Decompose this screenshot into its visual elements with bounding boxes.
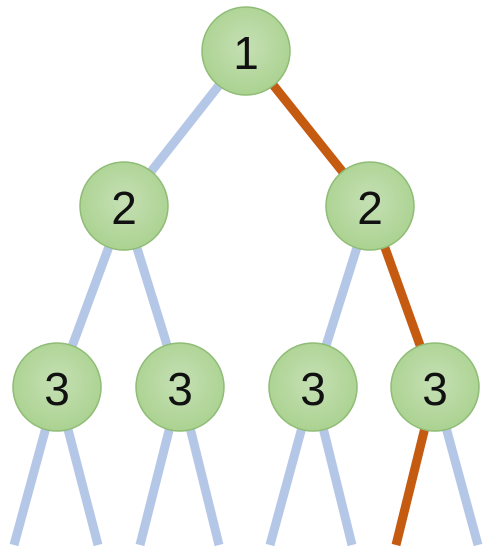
node-circle [12,342,102,432]
node-label: 2 [357,182,383,234]
node-label: 2 [111,182,137,234]
node-circle [79,161,169,251]
edges-layer [9,48,483,547]
nodes-layer: 1 2 2 3 3 3 3 [12,6,480,432]
tree-node-l3-d: 3 [390,342,480,432]
tree-node-l3-c: 3 [268,342,358,432]
node-circle [201,6,291,96]
tree-node-l3-b: 3 [135,342,225,432]
node-label: 1 [233,27,259,79]
node-label: 3 [167,363,193,415]
tree-node-l3-a: 3 [12,342,102,432]
node-label: 3 [422,363,448,415]
tree-node-root: 1 [201,6,291,96]
tree-node-l2-right: 2 [325,161,415,251]
tree-node-l2-left: 2 [79,161,169,251]
node-circle [135,342,225,432]
node-label: 3 [300,363,326,415]
node-circle [325,161,415,251]
node-label: 3 [44,363,70,415]
node-circle [268,342,358,432]
node-circle [390,342,480,432]
